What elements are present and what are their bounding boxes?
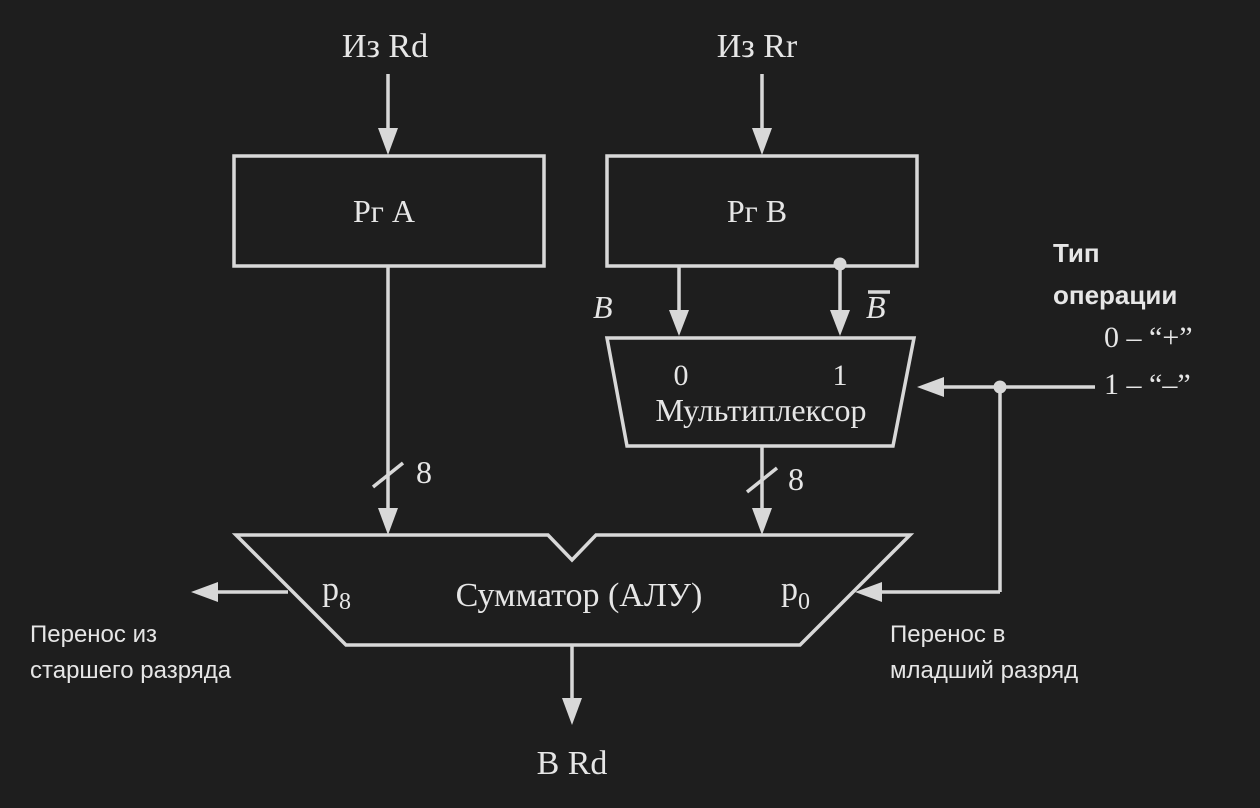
operation-option-sub: 1 – “–” [1104,368,1191,401]
signal-b-label: B [593,289,613,325]
register-a-label: Рг А [353,193,415,229]
bus-reg-a-to-adder [371,266,405,535]
carry-in-label-1: Перенос в [890,621,1005,648]
adder-label: Сумматор (АЛУ) [456,577,703,614]
carry-in-label-2: младший разряд [890,657,1078,684]
bus-width-left: 8 [416,454,432,490]
adder-alu [231,533,915,647]
carry-out-label-2: старшего разряда [30,657,232,684]
carry-out-label-1: Перенос из [30,621,157,648]
signal-b-bar-label: B [866,289,886,325]
operation-control-line [855,377,1095,602]
arrow-adder-to-rd [562,645,582,725]
input-from-rr-label: Из Rr [717,28,798,65]
mux-input-0: 0 [674,359,689,392]
arrow-rd-to-reg-a [378,74,398,155]
inverter-dot [833,257,847,271]
mux-input-1: 1 [833,359,848,392]
operation-option-add: 0 – “+” [1104,321,1193,354]
operation-type-title-1: Тип [1053,238,1100,268]
signal-b-line [669,266,689,336]
input-from-rd-label: Из Rd [342,28,428,65]
carry-out-pin: p8 [322,571,351,615]
bus-width-right: 8 [788,461,804,497]
register-b [605,154,919,268]
signal-b-bar-line [830,257,850,336]
carry-in-pin: p0 [781,571,810,615]
bus-mux-to-adder [745,446,779,535]
register-b-label: Рг В [727,193,787,229]
output-to-rd-label: В Rd [537,745,608,782]
bus-slash-right [745,466,779,494]
multiplexer-label: Мультиплексор [656,392,867,428]
operation-type-title-2: операции [1053,280,1177,310]
arrow-rr-to-reg-b [752,74,772,155]
arrow-carry-out [191,582,288,602]
bus-slash-left [371,461,405,489]
multiplexer [604,336,917,448]
